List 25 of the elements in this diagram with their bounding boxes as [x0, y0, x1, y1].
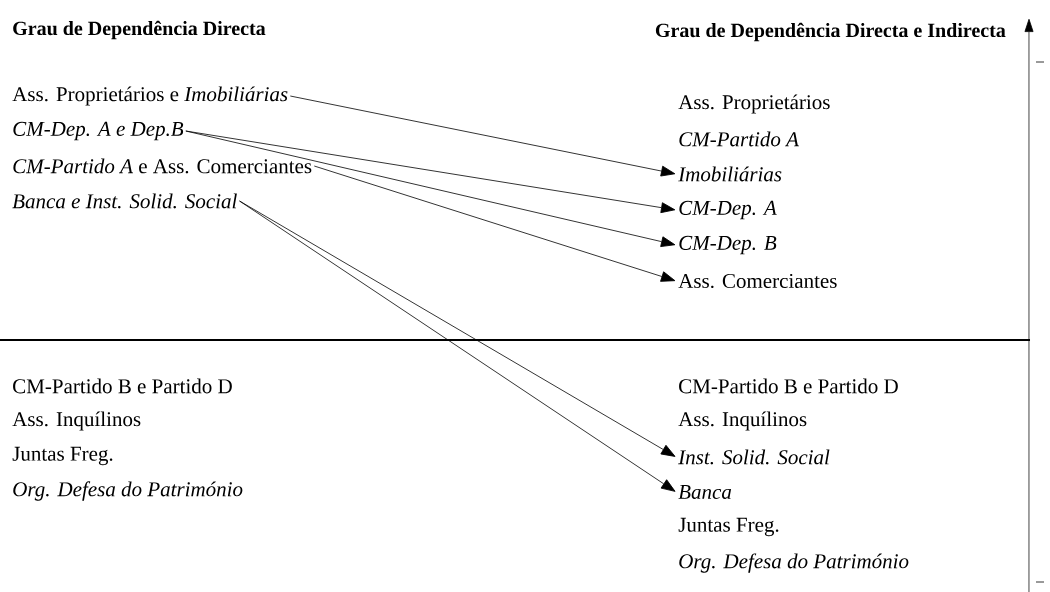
list-item: Ass. Proprietários e Imobiliárias — [12, 86, 288, 106]
list-item: CM-Dep. B — [679, 235, 777, 255]
arrow — [313, 165, 676, 282]
list-item: Imobiliárias — [678, 166, 782, 182]
list-item: CM-Partido B e Partido D — [679, 378, 898, 394]
list-item: Ass. Proprietários — [678, 94, 830, 114]
list-item: CM-Dep. A — [679, 200, 777, 220]
list-item: Ass. Inquílinos — [678, 411, 807, 431]
list-item: Juntas Freg. — [12, 446, 113, 466]
list-item: Org. Defesa do Património — [13, 481, 243, 501]
list-item: CM-Dep. A e Dep.B — [13, 121, 184, 141]
list-item: Banca — [678, 485, 732, 499]
arrow — [289, 95, 676, 177]
list-item: Inst. Solid. Social — [678, 449, 830, 465]
list-item: CM-Partido A e Ass. Comerciantes — [13, 158, 312, 174]
column-heading: Grau de Dependência Directa — [13, 20, 266, 40]
list-item: Banca e Inst. Solid. Social — [12, 193, 237, 209]
list-item: CM-Partido B e Partido D — [13, 378, 232, 394]
list-item: Ass. Comerciantes — [678, 273, 837, 289]
list-item: Org. Defesa do Património — [679, 553, 909, 573]
column-heading: Grau de Dependência Directa e Indirecta — [655, 22, 1006, 42]
arrow — [185, 130, 676, 247]
list-item: CM-Partido A — [679, 131, 799, 147]
list-item: Juntas Freg. — [678, 517, 779, 537]
list-item: Ass. Inquílinos — [12, 411, 141, 431]
